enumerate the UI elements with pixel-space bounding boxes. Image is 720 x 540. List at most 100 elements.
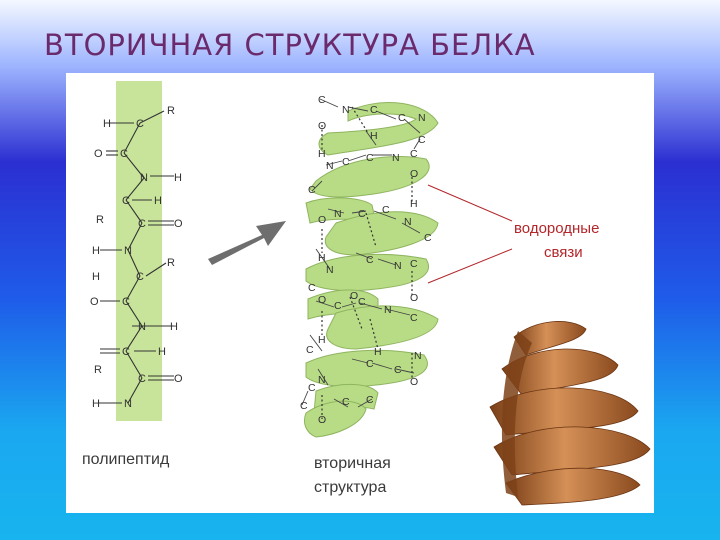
helix-turn [309,156,430,198]
helix-turn [305,349,428,388]
polypeptide-strand [116,81,162,421]
atom: C [410,258,418,270]
atom: C [138,373,146,385]
atom: C [358,296,366,308]
atom: C [366,152,374,164]
helix-turn [326,305,439,350]
diagram-panel: R H C O C N H C H C O R H N R H C O C N … [66,73,654,513]
helix-turn [305,253,429,292]
atom: H [92,271,100,283]
atom: H [92,398,100,410]
helix-turn [324,211,439,256]
atom: C [308,184,316,196]
atom: O [174,373,183,385]
atom: N [342,104,350,116]
atom: C [308,382,316,394]
atom: N [124,245,132,257]
atom: H [174,172,182,184]
helix-atoms: C N C C N O H C H N C C N C O C H N C C … [300,94,432,426]
atom: H [154,195,162,207]
secondary-structure-label-line2: структура [314,479,387,496]
atom: N [404,216,412,228]
helix-turn [318,101,439,156]
atom: C [308,282,316,294]
atom: H [318,334,326,346]
atom: C [138,218,146,230]
atom: C [306,344,314,356]
atom: H [318,148,326,160]
atom: N [326,160,334,172]
atom: O [350,290,358,302]
slide-title: ВТОРИЧНАЯ СТРУКТУРА БЕЛКА [44,28,536,62]
atom: R [167,105,175,117]
atom: H [318,252,326,264]
atom: C [120,148,128,160]
atom: N [414,350,422,362]
polypeptide-label: полипептид [82,451,170,468]
atom: N [384,304,392,316]
diagram-canvas: R H C O C N H C H C O R H N R H C O C N … [90,81,651,506]
atom: C [366,254,374,266]
helix-turn [303,400,367,438]
atom: C [300,400,308,412]
atom: H [374,346,382,358]
atom: N [418,112,426,124]
atom: C [318,94,326,106]
atom: O [174,218,183,230]
atom: O [410,376,418,388]
protein-3d-shape [489,321,651,506]
polypeptide-bonds [98,110,174,404]
atom: R [94,364,102,376]
hydrogen-bonds-label-line1: водородные [514,220,600,237]
atom: C [410,148,418,160]
hydrogen-bonds-label-line2: связи [544,244,583,261]
atom: H [410,198,418,210]
atom: O [90,296,99,308]
atom: N [140,172,148,184]
atom: C [122,296,130,308]
atom: O [318,120,326,132]
atom: H [158,346,166,358]
atom: H [370,130,378,142]
atom: O [410,292,418,304]
atom: N [392,152,400,164]
atom: C [136,271,144,283]
hydrogen-bond-lines [321,106,413,419]
atom: C [382,204,390,216]
atom: C [136,118,144,130]
hbond-pointers [427,184,513,284]
atom: O [410,168,418,180]
atom: C [122,346,130,358]
polypeptide-atoms: R H C O C N H C H C O R H N R H C O C N … [90,105,183,410]
atom: O [318,414,326,426]
atom: C [342,396,350,408]
atom: R [96,214,104,226]
arrow-right-icon [208,221,286,265]
atom: R [167,257,175,269]
atom: H [103,118,111,130]
atom: N [138,321,146,333]
atom: C [358,208,366,220]
atom: N [124,398,132,410]
helix-backbone [301,98,421,408]
atom: C [122,195,130,207]
atom: C [366,358,374,370]
secondary-structure-label-line1: вторичная [314,455,391,472]
atom: C [366,394,374,406]
atom: N [318,374,326,386]
atom: C [418,134,426,146]
atom: C [410,312,418,324]
atom: C [370,104,378,116]
atom: C [398,112,406,124]
atom: C [424,232,432,244]
atom: N [334,208,342,220]
atom: H [92,245,100,257]
atom: C [394,364,402,376]
alpha-helix [303,101,439,438]
atom: N [394,260,402,272]
atom: O [94,148,103,160]
atom: O [318,214,326,226]
atom: O [318,294,326,306]
atom: N [326,264,334,276]
atom: C [342,156,350,168]
